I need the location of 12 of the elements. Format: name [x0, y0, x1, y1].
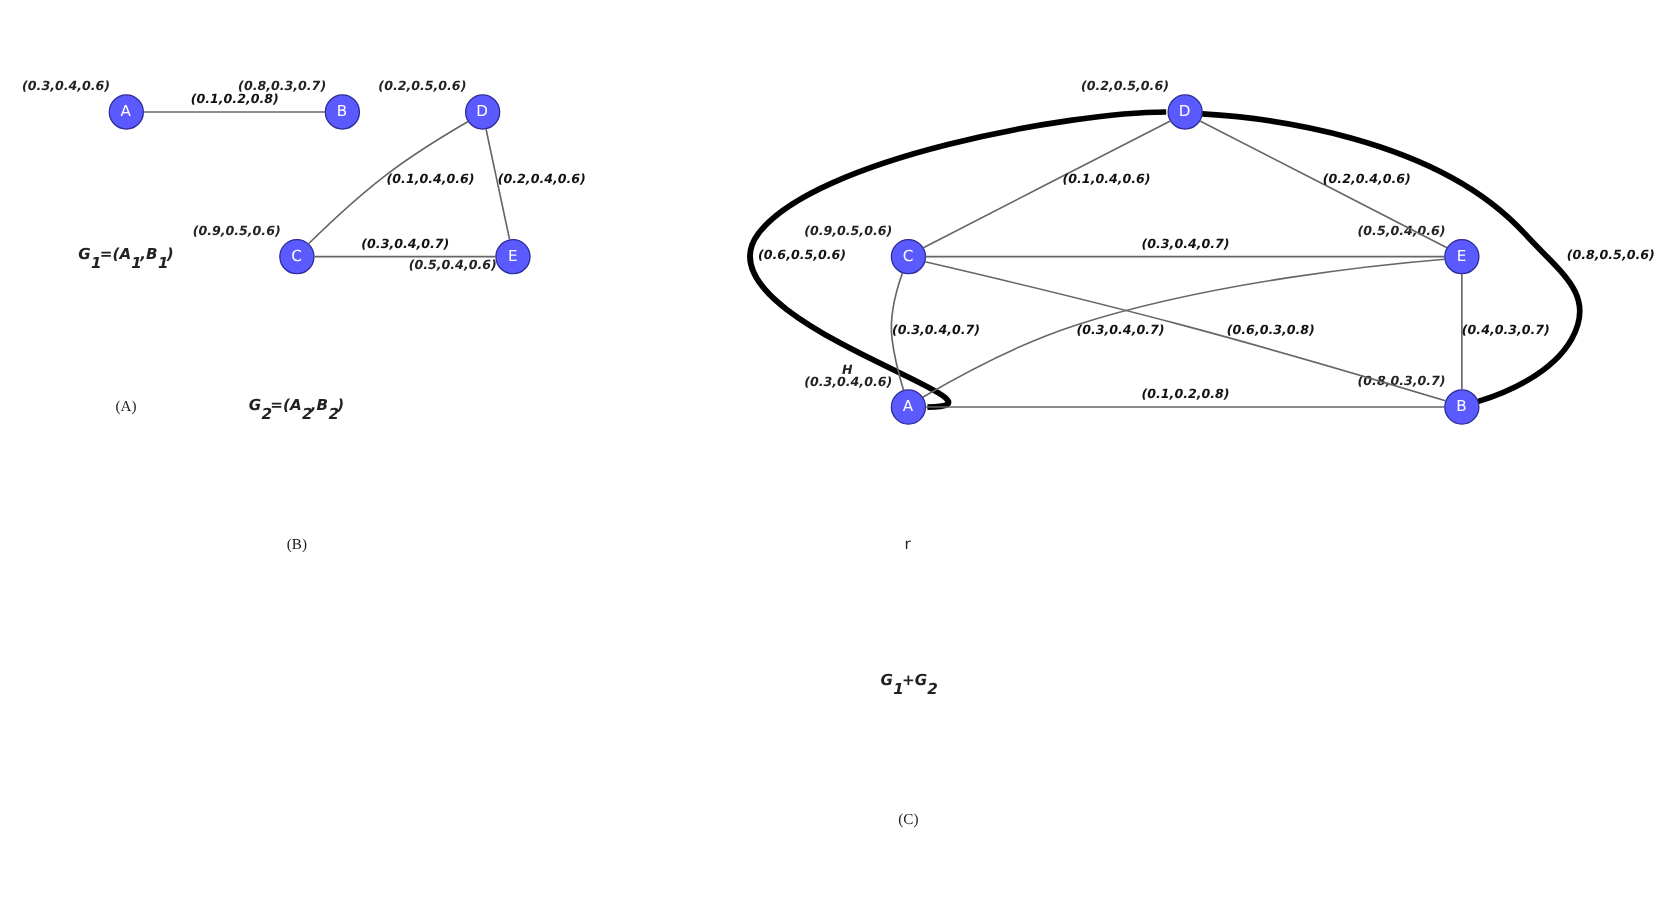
- connector: [1199, 119, 1448, 248]
- connector: [142, 110, 326, 112]
- connector: [1202, 110, 1583, 404]
- connector: [922, 119, 1172, 248]
- connector: [313, 254, 497, 257]
- connector: [890, 270, 905, 391]
- connector: [1461, 271, 1463, 390]
- connector: [747, 108, 1167, 409]
- connector: [924, 254, 1446, 257]
- connector: [924, 405, 1446, 407]
- connector: [307, 119, 469, 244]
- connector: [485, 127, 511, 240]
